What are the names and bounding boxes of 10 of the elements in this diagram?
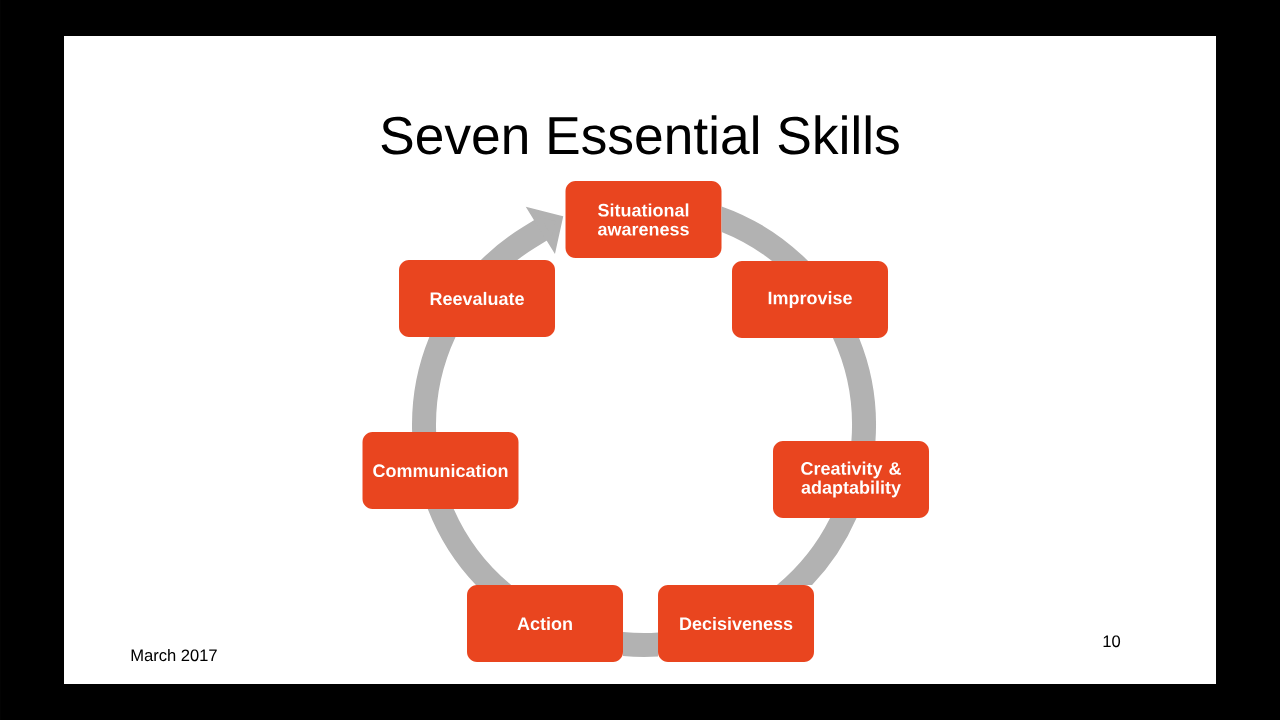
skill-box: Situational awareness — [565, 181, 722, 258]
slide-title: Seven Essential Skills — [381, 115, 899, 155]
skill-box: Creativity & adaptability — [773, 441, 929, 518]
skill-box: Decisiveness — [658, 585, 814, 662]
skill-box: Communication — [362, 432, 519, 509]
date-text: March 2017 — [131, 649, 217, 662]
skill-box: Reevaluate — [399, 260, 555, 337]
skill-box: Improvise — [732, 261, 888, 338]
page-number: 10 — [1103, 635, 1121, 648]
skill-box: Action — [467, 585, 623, 662]
